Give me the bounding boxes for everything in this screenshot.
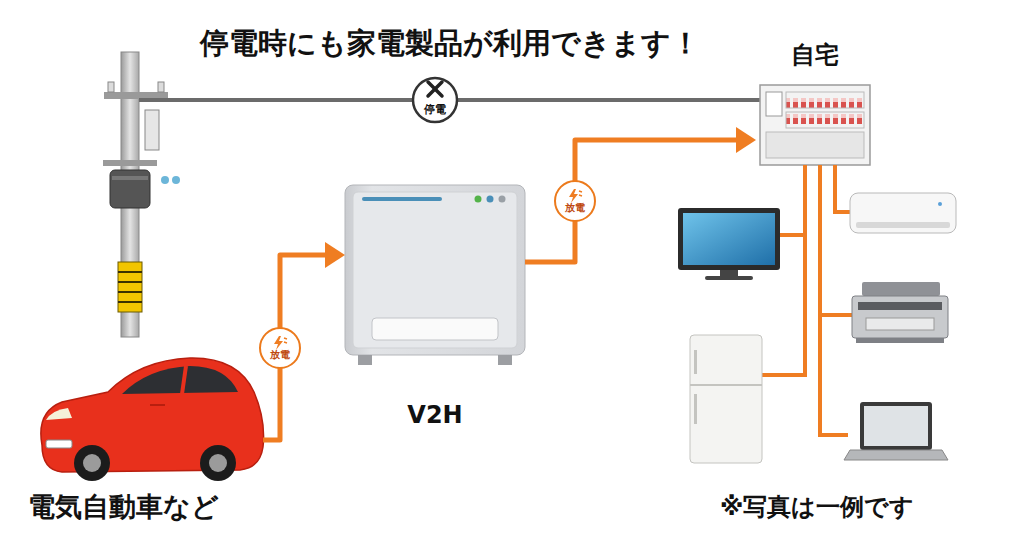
utility-pole-part <box>104 92 168 99</box>
lightning-spark <box>284 338 287 343</box>
v2h-unit-part <box>353 192 517 348</box>
refrigerator-part <box>690 335 762 463</box>
utility-pole-part <box>158 82 164 92</box>
electric-car-part <box>200 445 236 481</box>
utility-pole-part <box>172 176 180 184</box>
utility-pole-part <box>161 176 169 184</box>
v2h-unit-part <box>499 196 506 203</box>
arrow-head <box>736 127 756 153</box>
distribution-board <box>760 85 870 165</box>
lightning-bolt <box>274 336 283 350</box>
electric-car-part <box>74 445 110 481</box>
vehicle-node: 電気自動車など <box>28 355 263 523</box>
printer-part <box>866 318 934 330</box>
electric-car <box>41 358 264 481</box>
electric-car-part <box>150 404 165 406</box>
laptop <box>844 402 948 460</box>
television-part <box>678 208 780 270</box>
diagram-title: 停電時にも家電製品が利用できます！ <box>100 26 800 60</box>
v2h-unit-part <box>475 196 482 203</box>
distribution-board-part <box>766 92 782 116</box>
television-part <box>720 270 738 276</box>
service-wire-part <box>428 82 442 96</box>
v2h-node: V2H <box>345 185 525 430</box>
service-wire <box>139 78 760 122</box>
utility-pole-part <box>118 291 142 293</box>
distribution-board-part <box>786 112 864 128</box>
electric-car-part <box>83 454 101 472</box>
television-part <box>683 213 775 265</box>
appliance-wiring-part <box>820 313 852 317</box>
edge-label: 放電 <box>554 180 596 222</box>
lightning-icon <box>567 189 583 203</box>
v2h-unit-part <box>345 185 525 355</box>
refrigerator-part <box>694 350 697 374</box>
air-conditioner <box>850 193 956 233</box>
distribution-board-part <box>760 85 870 165</box>
arrow-head <box>325 242 345 268</box>
connector <box>525 140 738 262</box>
lightning-spark <box>579 191 582 196</box>
printer <box>852 282 948 343</box>
v2h-unit-part <box>487 196 494 203</box>
node-text: V2H <box>407 400 462 430</box>
electric-car-part <box>122 366 238 394</box>
air-conditioner-part <box>850 193 956 233</box>
air-conditioner-part <box>938 202 942 206</box>
printer-part <box>858 302 942 310</box>
appliance-wiring-part <box>835 165 850 212</box>
refrigerator <box>690 335 762 463</box>
utility-pole-part <box>118 271 142 273</box>
v2h-unit-part <box>498 355 512 365</box>
utility-pole-part <box>110 170 150 208</box>
v2h-unit-part <box>358 355 372 365</box>
electric-car-part <box>46 408 72 420</box>
utility-pole-part <box>103 160 157 166</box>
v2h-unit <box>345 185 525 365</box>
service-wire-part <box>428 82 442 96</box>
laptop-part <box>844 450 948 460</box>
node-text: 電気自動車など <box>28 490 219 523</box>
distribution-board-part <box>786 92 864 108</box>
appliance-wiring <box>762 165 852 435</box>
v2h-unit-part <box>372 318 498 340</box>
printer-part <box>856 338 944 343</box>
service-wire-part <box>413 78 457 122</box>
distribution-board-part <box>766 132 864 158</box>
laptop-part <box>860 402 932 450</box>
electric-car-part <box>182 366 186 394</box>
edge-label-text: 放電 <box>270 350 290 360</box>
television-part <box>705 276 753 280</box>
utility-pole-part <box>108 82 114 92</box>
lightning-icon <box>272 336 288 350</box>
lightning-bolt <box>569 189 578 203</box>
home-node: 自宅 <box>756 40 874 167</box>
utility-pole <box>103 52 180 337</box>
television <box>678 208 780 280</box>
electric-car-part <box>209 454 227 472</box>
electric-car-part <box>46 440 72 448</box>
utility-pole-part <box>118 262 142 312</box>
utility-pole-part <box>118 301 142 303</box>
v2h-unit-part <box>362 197 442 201</box>
note-text: ※写真は一例です <box>720 494 1020 520</box>
printer-part <box>852 296 948 338</box>
refrigerator-part <box>690 384 762 386</box>
utility-pole-part <box>145 110 159 150</box>
utility-pole-part <box>118 281 142 283</box>
air-conditioner-part <box>856 222 950 228</box>
laptop-part <box>864 406 928 446</box>
appliance-wiring-part <box>780 233 805 237</box>
utility-pole-part <box>112 176 148 180</box>
edge-label-text: 放電 <box>565 203 585 213</box>
edge-label: 放電 <box>259 327 301 369</box>
refrigerator-part <box>694 394 697 424</box>
outage-mark-text: 停電 <box>423 103 447 116</box>
printer-part <box>862 282 940 296</box>
node-text: 自宅 <box>791 40 839 70</box>
